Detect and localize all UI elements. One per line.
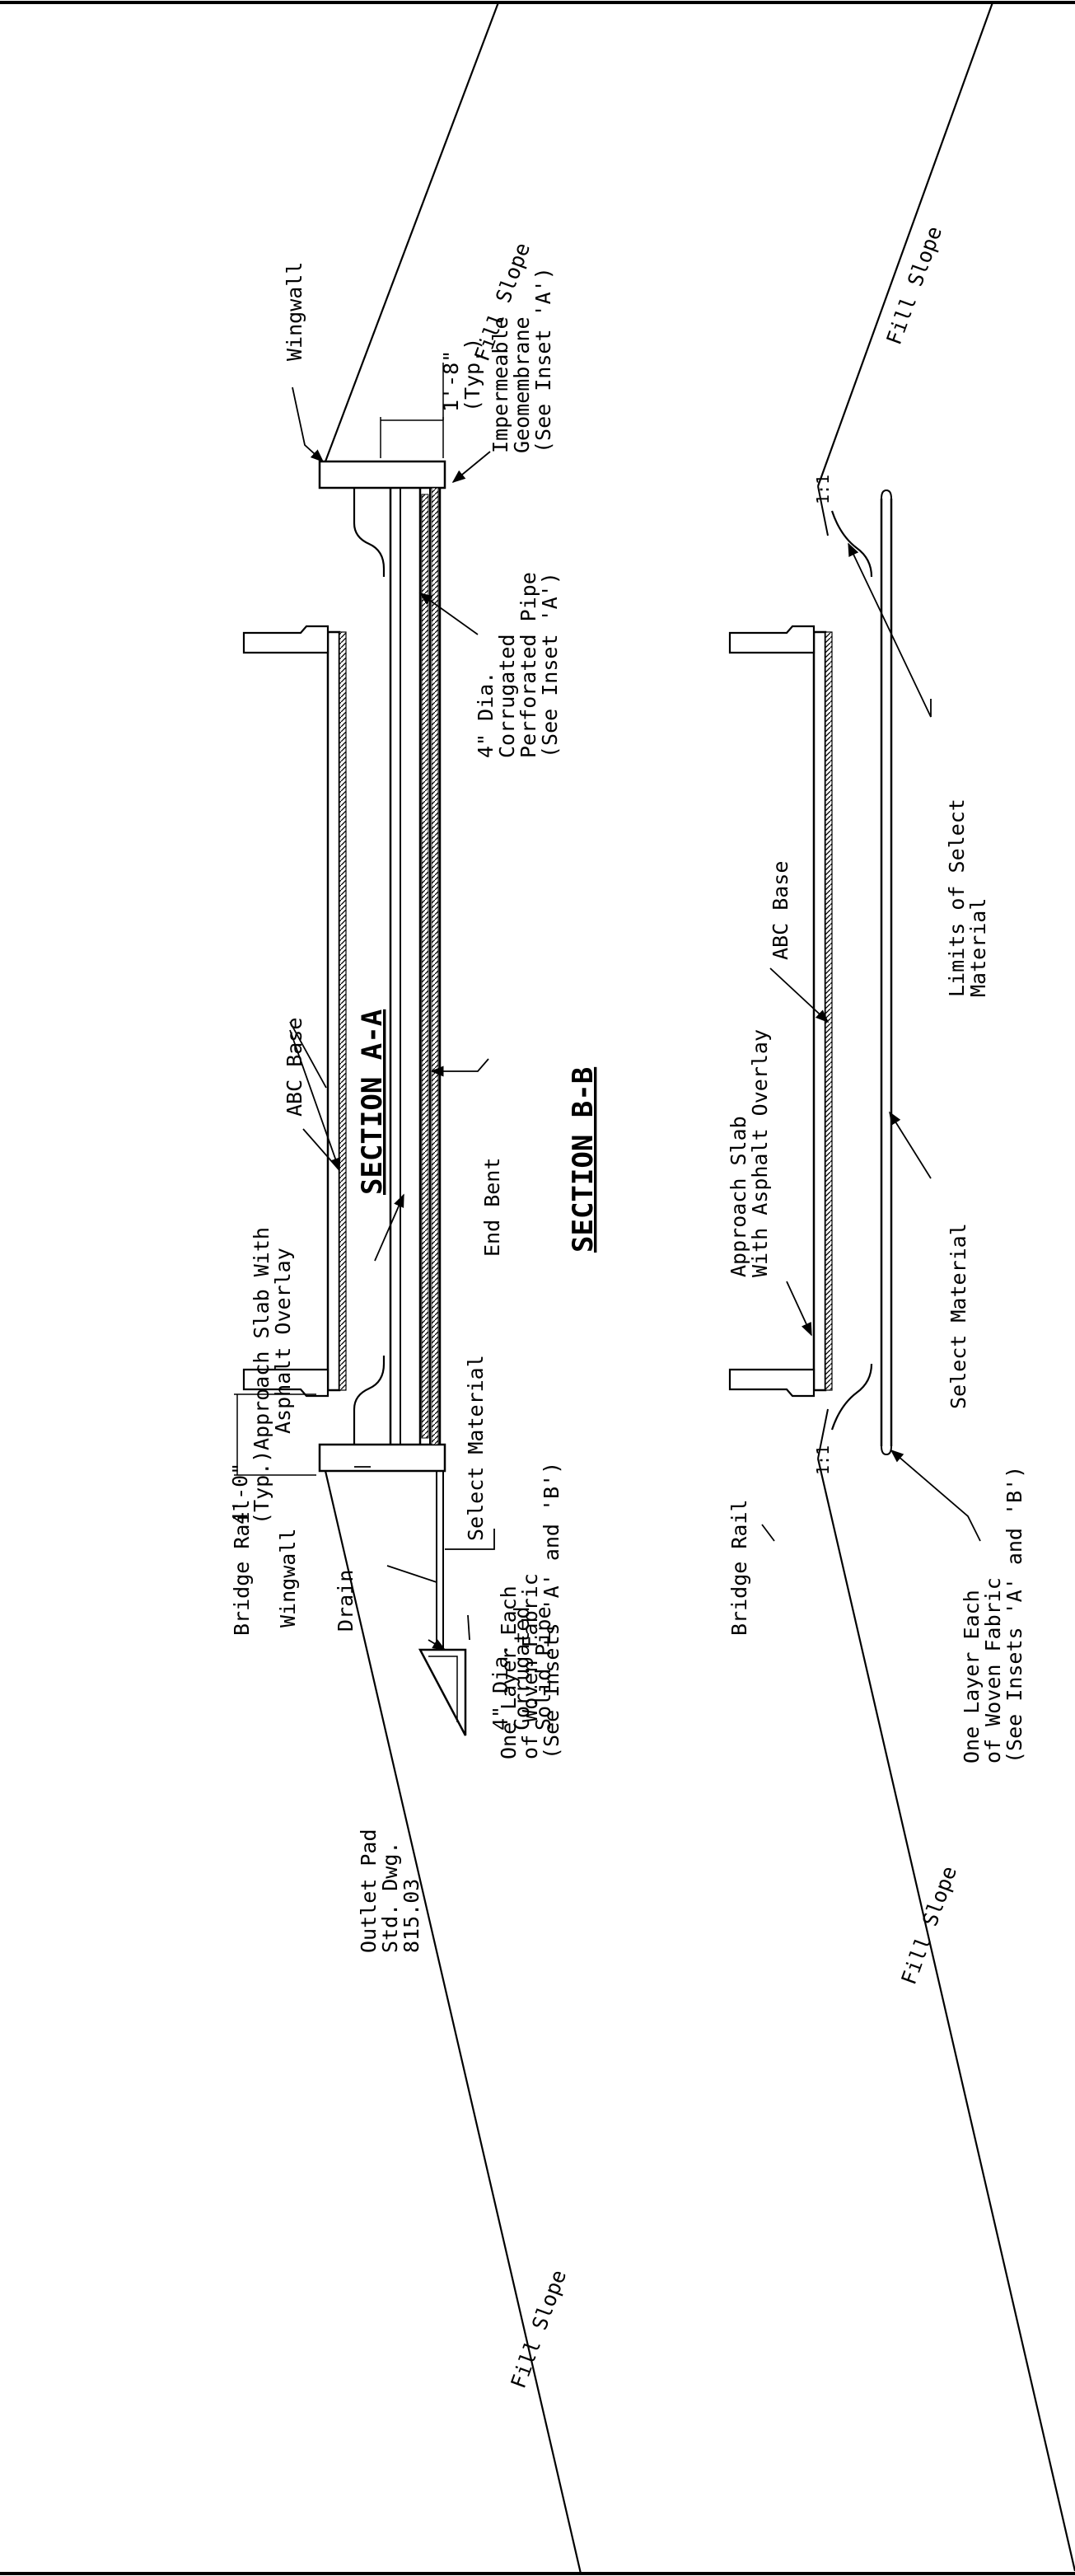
geomembrane-label-2: Geomembrane xyxy=(510,316,534,453)
solid-pipe-label-3: Solid Pipe xyxy=(531,1606,555,1731)
outlet-pad-shape xyxy=(418,1648,467,1736)
b-approach-slab-label-1: Approach Slab xyxy=(727,1116,750,1277)
b-woven-fabric-label-1: One Layer Each xyxy=(960,1590,984,1763)
fabric-layer xyxy=(421,494,429,1439)
b-woven-fabric-label-3: (See Insets 'A' and 'B') xyxy=(1003,1466,1026,1763)
b-fill-slope-line-bottom xyxy=(816,1458,1075,2572)
woven-fabric-label-a-2: of Woven Fabric xyxy=(518,1573,542,1759)
dim-bottom-value: 4'-0" xyxy=(228,1463,252,1525)
b-woven-fabric-label-2: of Woven Fabric xyxy=(981,1577,1005,1763)
bridge-rail-top-shape xyxy=(242,625,330,654)
b-limits-label-2: Material xyxy=(966,898,990,997)
end-bent-label: End Bent xyxy=(480,1158,504,1257)
leader-lines-b xyxy=(761,542,981,1542)
section-b-title: SECTION B-B xyxy=(567,1067,600,1253)
b-approach-slab-label-2: With Asphalt Overlay xyxy=(748,1029,772,1277)
section-a-a: SECTION A-A Fill Slope Wingwall 1'-8" (T… xyxy=(228,2,582,2574)
b-select-end-top xyxy=(881,489,892,499)
outlet-pad-label-1: Outlet Pad xyxy=(357,1829,381,1953)
dimension-bottom xyxy=(234,1393,316,1476)
drain-label: Drain xyxy=(334,1570,358,1632)
wall-curve-bottom xyxy=(353,1356,386,1445)
solid-pipe-label-1: 4" Dia. xyxy=(488,1644,512,1731)
section-a-title: SECTION A-A xyxy=(356,1009,389,1195)
dim-top-value: 1'-8" xyxy=(439,350,463,412)
perforated-pipe-label-3: Perforated Pipe xyxy=(516,572,540,758)
b-abc-base-label: ABC Base xyxy=(769,861,792,960)
b-select-end-bottom xyxy=(881,1445,892,1456)
approach-slab-label-a-1: Approach Slab With xyxy=(250,1227,273,1450)
b-asphalt-overlay-shape xyxy=(825,631,833,1391)
perforated-pipe-label-1: 4" Dia. xyxy=(474,672,498,758)
approach-slab-label-a-2: Asphalt Overlay xyxy=(271,1248,295,1434)
approach-slab-shape xyxy=(326,630,341,1392)
perforated-pipe-label-4: (See Inset 'A') xyxy=(538,572,562,758)
asphalt-overlay-shape xyxy=(339,631,347,1391)
b-slope-ratio-bottom: 1:1 xyxy=(813,1445,833,1475)
perforated-pipe-label-2: Corrugated xyxy=(495,634,519,758)
leader-lines-a xyxy=(289,386,495,1651)
b-approach-slope-top xyxy=(817,485,829,536)
dimension-top xyxy=(380,363,444,458)
dim-top-note: (Typ.) xyxy=(460,338,484,412)
section-b-b: SECTION B-B Fill Slope 1:1 ABC Base Limi… xyxy=(567,2,1075,2572)
b-limits-label-1: Limits of Select xyxy=(945,799,969,997)
bridge-rail-label-a: Bridge Rail xyxy=(230,1499,254,1636)
woven-fabric-label-a-1: One Layer Each xyxy=(497,1585,521,1759)
wingwall-bottom-label: Wingwall xyxy=(276,1529,300,1628)
wall-curve-top xyxy=(353,488,386,577)
b-wall-curve-top xyxy=(830,510,873,578)
geomembrane-label-3: (See Inset 'A') xyxy=(531,267,555,453)
b-bridge-rail-top-shape xyxy=(728,625,816,654)
b-select-material-label: Select Material xyxy=(946,1223,970,1409)
wingwall-bottom-shape xyxy=(318,1443,446,1473)
solid-pipe-label-2: Corrugated xyxy=(510,1606,534,1731)
b-wall-curve-bottom xyxy=(830,1363,873,1431)
b-slope-ratio-top: 1:1 xyxy=(813,475,833,504)
bridge-rail-bottom-shape xyxy=(242,1368,330,1398)
b-approach-slope-bottom xyxy=(817,1408,829,1459)
b-bridge-rail-label: Bridge Rail xyxy=(727,1499,751,1636)
b-bridge-rail-bottom-shape xyxy=(728,1368,816,1398)
outlet-pad-inner xyxy=(428,1656,458,1722)
abc-base-label-a: ABC Base xyxy=(283,1018,306,1117)
fill-slope-line-top xyxy=(324,2,500,462)
select-material-label-a: Select Material xyxy=(464,1355,488,1541)
outlet-pad-label-2: Std. Dwg. xyxy=(378,1842,402,1953)
woven-fabric-label-a-3: (See Insets 'A' and 'B') xyxy=(540,1462,563,1759)
wingwall-top-shape xyxy=(318,460,446,489)
b-fill-slope-bottom-label: Fill Slope xyxy=(896,1863,961,1988)
fill-slope-bottom-label: Fill Slope xyxy=(506,2267,571,2391)
dim-bottom-note: (Typ.) xyxy=(250,1450,273,1525)
geomembrane-layer xyxy=(431,487,439,1445)
b-fill-slope-top-label: Fill Slope xyxy=(881,223,946,348)
b-fill-slope-line-top xyxy=(816,2,994,487)
wingwall-top-label: Wingwall xyxy=(283,262,306,361)
outlet-pad-label-3: 815.03 xyxy=(400,1879,423,1953)
fill-slope-line-bottom xyxy=(324,1470,582,2574)
geomembrane-label-1: Impermeable xyxy=(488,316,512,453)
